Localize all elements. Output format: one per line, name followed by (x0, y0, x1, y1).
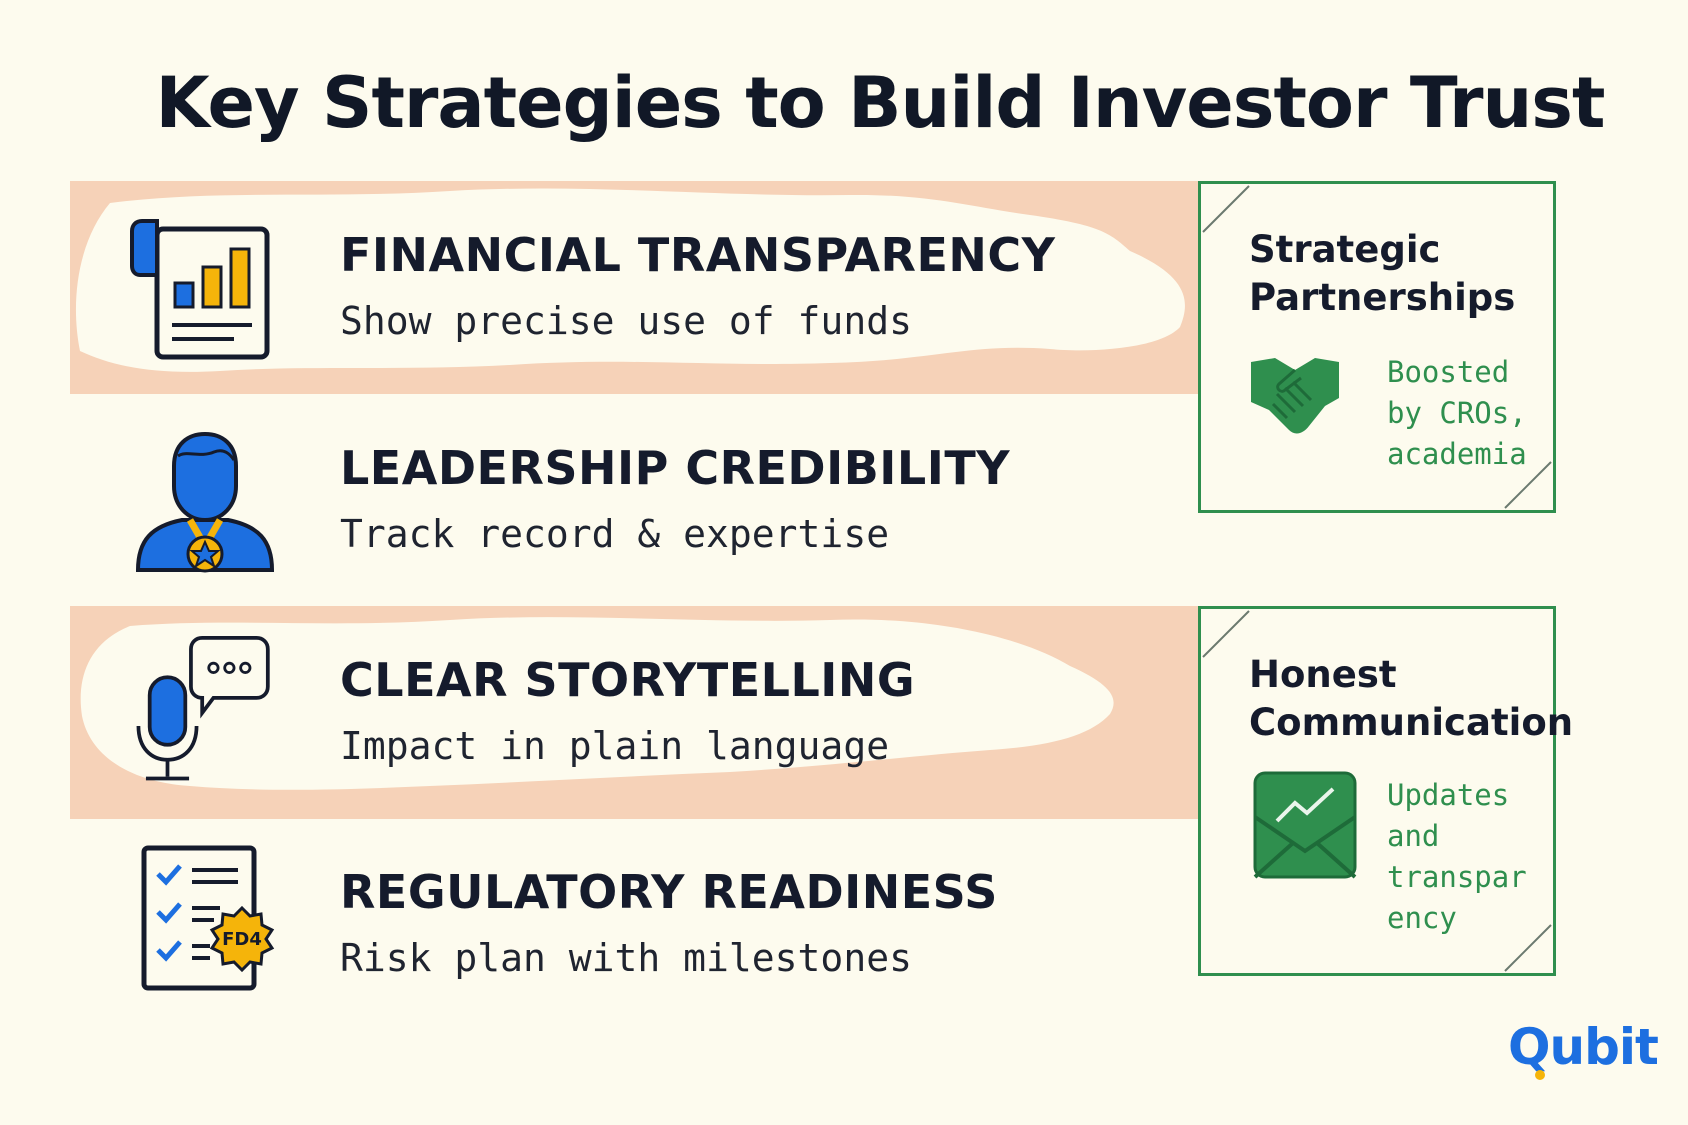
card-title: Strategic Partnerships (1249, 228, 1516, 319)
page-title: Key Strategies to Build Investor Trust (155, 62, 1606, 144)
strategy-description: Impact in plain language (340, 724, 890, 768)
checklist-badge-icon: FD4 (141, 845, 275, 991)
bar-chart-document-icon (130, 219, 270, 360)
strategy-row-clear-storytelling: CLEAR STORYTELLING Impact in plain langu… (0, 606, 1200, 819)
strategy-row-financial-transparency: FINANCIAL TRANSPARENCY Show precise use … (0, 181, 1200, 394)
card-title: Honest Communication (1249, 653, 1574, 744)
card-text: Updates and transpar ency (1387, 778, 1527, 935)
strategy-heading: LEADERSHIP CREDIBILITY (340, 441, 1011, 495)
card-corner-line (1504, 924, 1552, 972)
logo-dot (1535, 1070, 1545, 1080)
strategy-description: Risk plan with milestones (340, 936, 912, 980)
strategy-row-regulatory-readiness: FD4 REGULATORY READINESS Risk plan with … (0, 818, 1200, 1031)
card-corner-line (1202, 185, 1250, 233)
qubit-logo: Qubit (1508, 1018, 1659, 1080)
card-honest-communication: Honest Communication Updates and transpa… (1198, 606, 1573, 976)
envelope-chart-icon (1253, 771, 1357, 879)
strategy-heading: REGULATORY READINESS (340, 865, 998, 919)
handshake-icon (1251, 358, 1339, 434)
strategy-description: Show precise use of funds (340, 299, 912, 343)
strategy-row-leadership-credibility: LEADERSHIP CREDIBILITY Track record & ex… (0, 394, 1200, 607)
badge-label: FD4 (222, 929, 262, 950)
card-corner-line (1202, 610, 1250, 658)
microphone-speech-icon (136, 636, 270, 781)
card-strategic-partnerships: Strategic Partnerships Boosted by CROs, … (1198, 181, 1556, 513)
strategy-heading: CLEAR STORYTELLING (340, 653, 916, 707)
strategy-heading: FINANCIAL TRANSPARENCY (340, 228, 1056, 282)
card-corner-line (1504, 461, 1552, 509)
leader-medal-icon (135, 431, 275, 573)
card-text: Boosted by CROs, academia (1387, 355, 1527, 471)
strategy-description: Track record & expertise (340, 512, 890, 556)
highlight-band-2 (70, 606, 1198, 819)
